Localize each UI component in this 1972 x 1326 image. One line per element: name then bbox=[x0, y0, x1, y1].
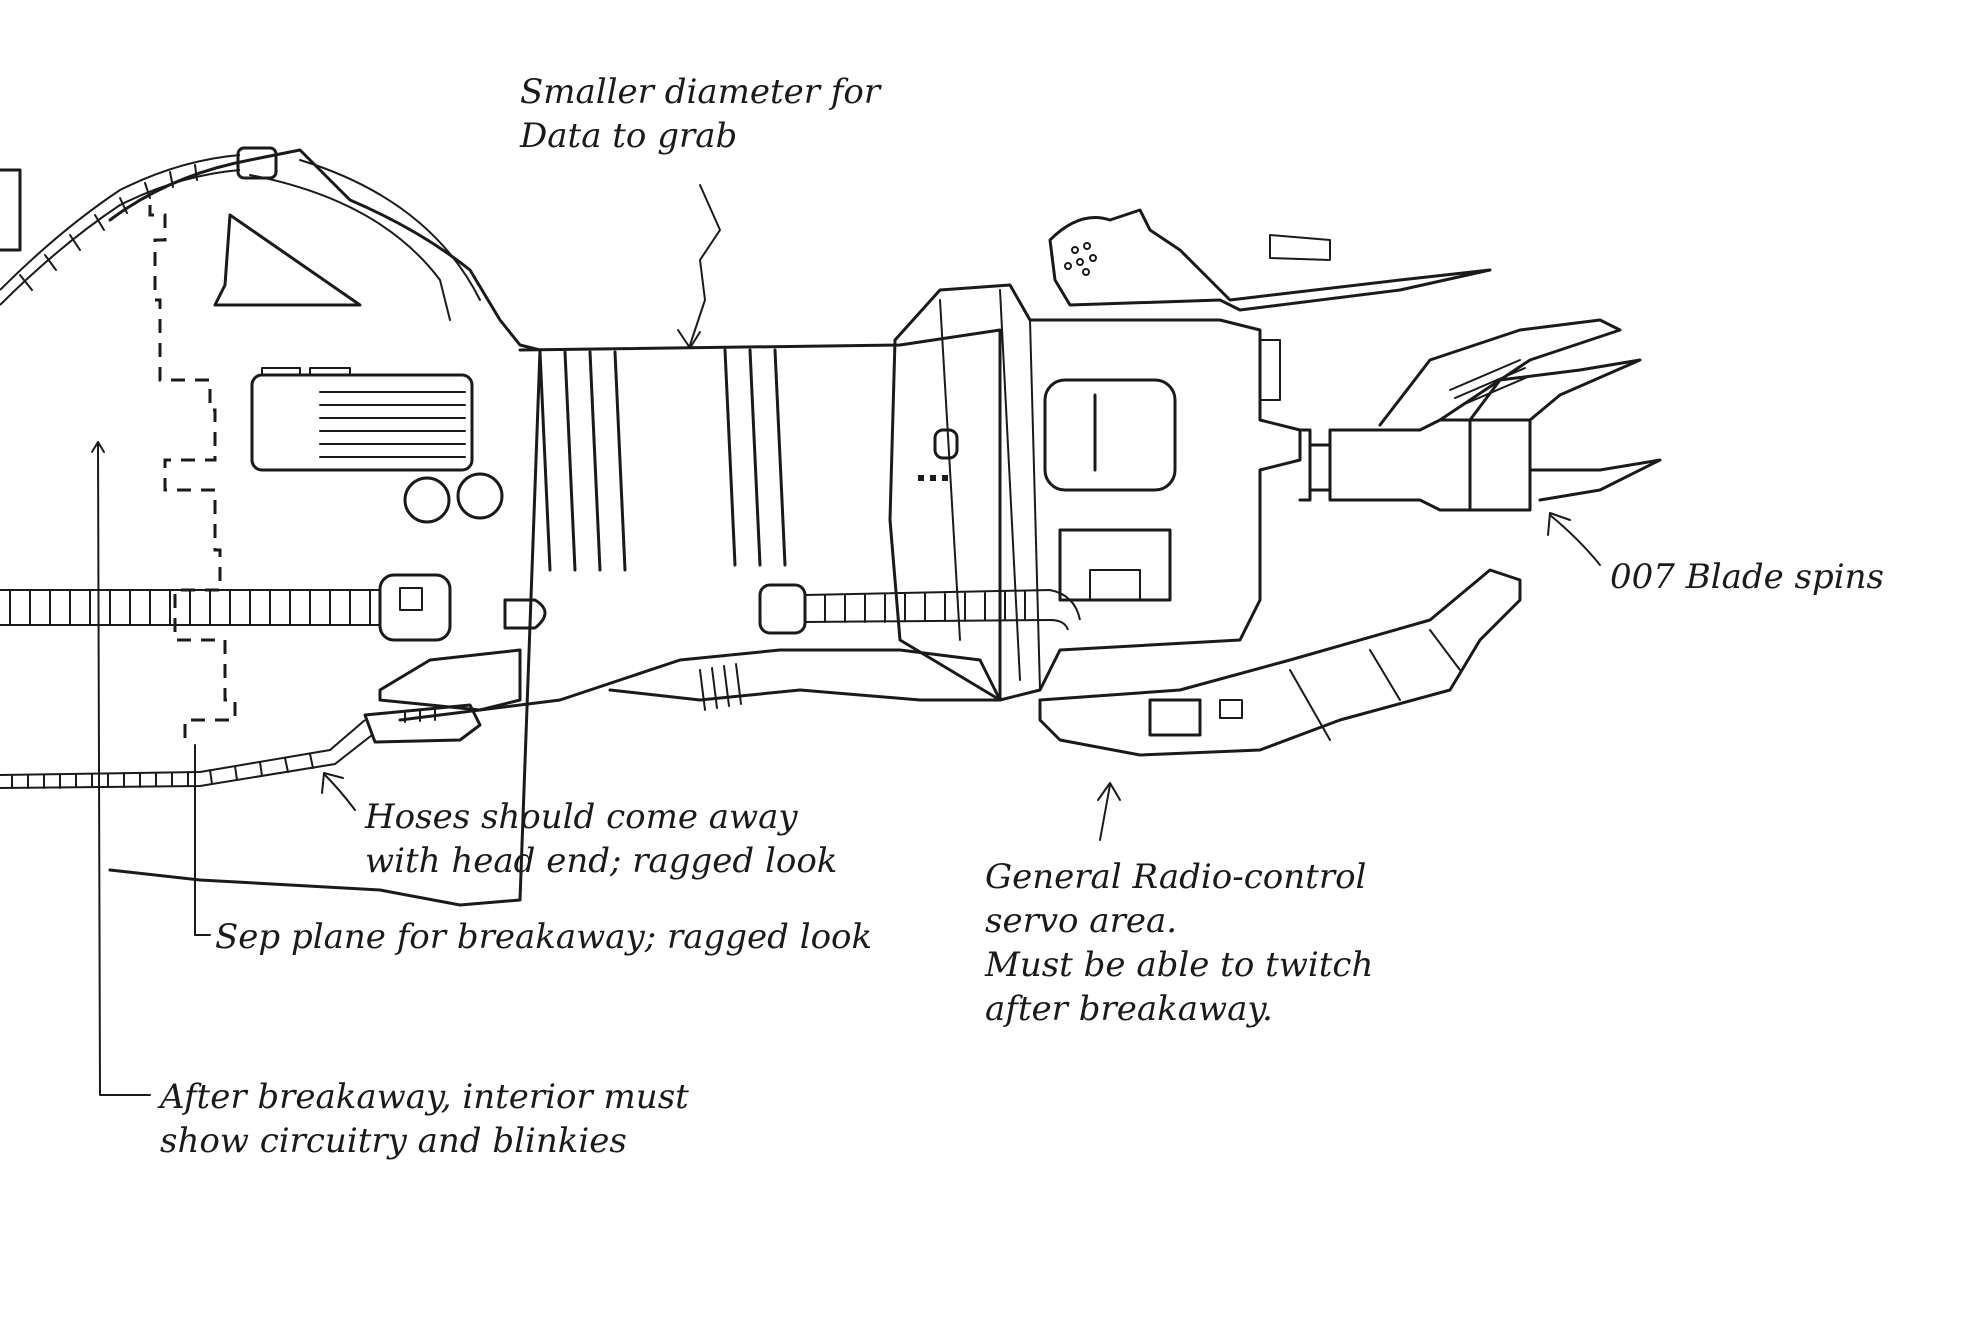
data-grab-pointer bbox=[689, 184, 721, 346]
spin-blade-upper bbox=[1378, 318, 1622, 427]
note-servo-line-2: servo area. bbox=[985, 901, 1178, 941]
hoses-pointer bbox=[324, 774, 356, 811]
note-hoses: Hoses should come away with head end; ra… bbox=[365, 795, 837, 883]
blade-arrowhead bbox=[1547, 512, 1571, 536]
wrist-lower-box bbox=[1058, 528, 1172, 602]
servo-pointer bbox=[1099, 784, 1111, 841]
upper-hose-ribs bbox=[19, 164, 198, 291]
interior-tick bbox=[91, 441, 105, 453]
blade-pointer bbox=[1549, 514, 1601, 566]
servo-chip bbox=[1219, 699, 1243, 719]
wrist-capsule bbox=[1043, 378, 1177, 492]
triangular-panel bbox=[213, 213, 362, 307]
upper-hose-connector bbox=[236, 146, 278, 180]
wrist-button bbox=[933, 428, 959, 460]
middle-hose-connector-window bbox=[399, 587, 423, 611]
lower-hose-ribs bbox=[11, 753, 314, 789]
small-dome bbox=[503, 598, 547, 630]
wrist-block bbox=[888, 283, 1302, 702]
left-edge-bracket bbox=[0, 168, 22, 252]
note-servo-line-4: after breakaway. bbox=[985, 989, 1273, 1029]
sep-plane-pointer bbox=[194, 744, 211, 936]
middle-hose-connector bbox=[378, 573, 452, 642]
lower-hose-connector bbox=[363, 703, 482, 744]
note-servo-line-1: General Radio-control bbox=[985, 857, 1367, 897]
upper-hose-left bbox=[0, 154, 241, 291]
indicator-right bbox=[456, 472, 504, 520]
right-hose-ribs bbox=[824, 590, 1026, 623]
right-hose bbox=[804, 588, 1081, 631]
sep-plane-line bbox=[148, 205, 237, 740]
note-interior: After breakaway, interior must show circ… bbox=[160, 1075, 689, 1163]
vent-panel bbox=[250, 373, 474, 472]
wrist-lower-notch bbox=[1089, 569, 1141, 601]
vent-tabs bbox=[261, 367, 351, 376]
right-hose-connector bbox=[758, 583, 807, 635]
note-interior-line-1: After breakaway, interior must bbox=[160, 1077, 689, 1117]
note-hoses-line-2: with head end; ragged look bbox=[365, 841, 838, 881]
spin-shaft bbox=[1298, 428, 1332, 502]
spin-blade-stripes bbox=[1449, 359, 1531, 407]
lower-forearm-cylinder bbox=[378, 648, 522, 712]
spin-hub bbox=[1468, 418, 1532, 512]
servo-housing bbox=[1038, 568, 1522, 757]
servo-housing-detail bbox=[1289, 629, 1461, 741]
indicator-left bbox=[403, 476, 451, 524]
lower-hose-connector-slots bbox=[404, 709, 436, 723]
data-grab-arrowhead bbox=[677, 329, 701, 349]
interior-pointer bbox=[97, 444, 151, 1096]
forearm-ribs bbox=[538, 348, 787, 572]
head-housing-inner-2 bbox=[299, 159, 481, 301]
spin-blade-lower bbox=[1528, 458, 1662, 502]
wrist-dots bbox=[918, 475, 948, 481]
top-blade-stripes bbox=[1269, 234, 1331, 261]
note-sep-plane: Sep plane for breakaway; ragged look bbox=[215, 915, 872, 959]
top-blade-grip-dots bbox=[1064, 242, 1097, 276]
lower-forearm-ribs bbox=[699, 663, 742, 711]
hoses-arrowhead bbox=[321, 772, 344, 794]
note-data-grab-line-2: Data to grab bbox=[520, 116, 738, 156]
spin-blade-mid bbox=[1468, 358, 1642, 422]
note-data-grab-line-1: Smaller diameter for bbox=[520, 72, 881, 112]
top-blade-housing bbox=[1048, 208, 1492, 312]
upper-hose-left-2 bbox=[0, 169, 241, 306]
note-sep-plane-line-1: Sep plane for breakaway; ragged look bbox=[215, 917, 873, 957]
middle-hose-ribs bbox=[9, 589, 371, 626]
servo-window bbox=[1148, 698, 1202, 737]
head-housing bbox=[108, 148, 542, 907]
servo-arrowhead bbox=[1097, 782, 1121, 801]
note-interior-line-2: show circuitry and blinkies bbox=[160, 1121, 627, 1161]
wrist-side-bolts bbox=[1259, 339, 1281, 401]
note-servo: General Radio-control servo area. Must b… bbox=[985, 855, 1373, 1031]
wrist-inner bbox=[939, 289, 1041, 691]
note-data-grab: Smaller diameter for Data to grab bbox=[520, 70, 880, 158]
note-hoses-line-1: Hoses should come away bbox=[365, 797, 798, 837]
note-blade: 007 Blade spins bbox=[1610, 555, 1884, 599]
vent-slats bbox=[319, 391, 466, 458]
note-blade-line-1: 007 Blade spins bbox=[1610, 557, 1884, 597]
spin-collar bbox=[1328, 418, 1472, 512]
head-housing-inner bbox=[249, 174, 451, 321]
note-servo-line-3: Must be able to twitch bbox=[985, 945, 1374, 985]
lower-forearm bbox=[398, 648, 1002, 722]
